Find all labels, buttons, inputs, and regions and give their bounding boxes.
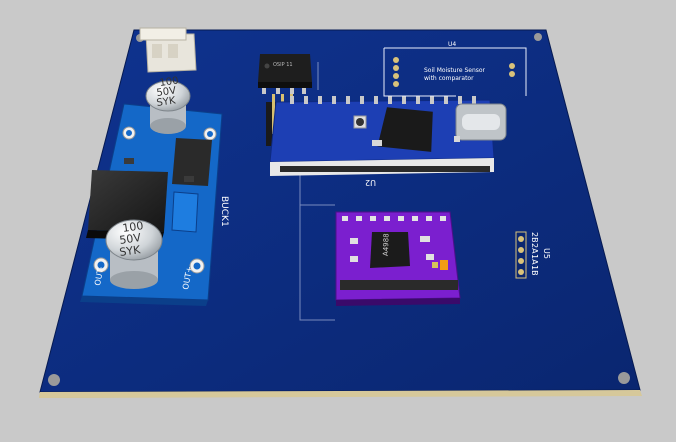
sensor-title-line1: Soil Moisture Sensor	[424, 67, 486, 74]
motor-header: U5 2B 2A 1A 1B	[515, 231, 551, 279]
capacitor-bottom: 100 50V SYK	[105, 219, 163, 289]
motor-pin-1: 2B	[530, 232, 539, 243]
buck-out-minus: OUT-	[93, 266, 105, 287]
cap-top-line3: SYK	[156, 95, 177, 109]
driver-chip-label: A4988	[382, 233, 391, 256]
motor-pin-4: 1B	[530, 265, 539, 276]
sensor-designator: U4	[448, 41, 456, 48]
capacitor-top: 100 50V SYK	[145, 75, 191, 134]
arduino-top-pins	[290, 96, 476, 104]
power-connector	[139, 27, 197, 73]
cap-bottom-line2: 50V	[119, 231, 143, 247]
a4988-driver: A4988	[335, 211, 461, 306]
buck-designator: BUCK1	[219, 196, 229, 227]
cap-bottom-line1: 100	[122, 219, 145, 235]
buck-out-plus: OUT+	[181, 265, 194, 290]
motor-pin-2: 2A	[530, 243, 539, 254]
arduino-bottom-pins	[280, 166, 490, 172]
sensor-title-line2: with comparator	[424, 75, 474, 82]
cap-bottom-line3: SYK	[119, 243, 142, 259]
relay-chip-label: OSIP 11	[273, 62, 293, 68]
motor-pin-3: 1A	[530, 254, 539, 265]
cap-top-line2: 50V	[156, 85, 177, 99]
arduino-nano	[269, 96, 507, 176]
arduino-designator: U2	[365, 178, 376, 187]
driver-top-pins	[342, 216, 446, 221]
cap-top-line1: 100	[159, 75, 179, 89]
relay-chip: OSIP 11	[258, 54, 312, 94]
traces	[299, 62, 335, 321]
soil-moisture-sensor: U4 Soil Moisture Sensor with comparator	[383, 41, 527, 97]
motor-designator: U5	[542, 248, 551, 259]
buck-converter-module: 100 50V SYK 100 50V SYK OUT- OUT+	[80, 75, 223, 306]
driver-bottom-pins	[340, 280, 458, 290]
